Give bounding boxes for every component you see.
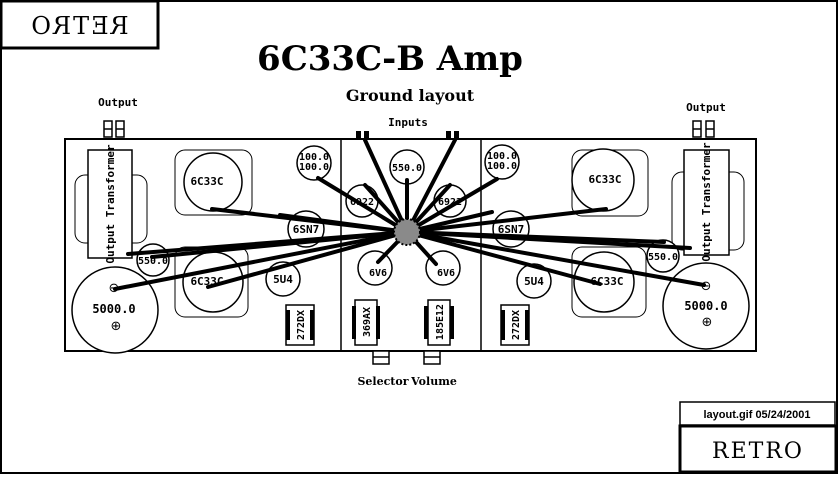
ground-wires xyxy=(113,138,706,291)
left-choke-272dx: 272DX xyxy=(285,304,315,346)
left-cap-5000: ⊖ 5000.0 ⊕ xyxy=(71,266,159,354)
left-6c33c-lower: 6C33C xyxy=(174,246,249,318)
cap-value-line: 100.0 xyxy=(299,152,329,163)
selector-label: Selector xyxy=(357,375,408,388)
left-transformer-label: Output Transformer xyxy=(104,144,117,264)
cap-value-line: 100.0 xyxy=(487,161,517,172)
left-6sn7-label: 6SN7 xyxy=(293,223,320,236)
cap-value-line: 100.0 xyxy=(487,151,517,162)
right-choke-label: 272DX xyxy=(511,310,522,340)
left-choke-label: 272DX xyxy=(296,310,307,340)
volume-control xyxy=(423,350,441,365)
right-choke-272dx: 272DX xyxy=(500,304,530,346)
output-left-label: Output xyxy=(98,96,138,109)
left-cap-550-label: 550.0 xyxy=(138,256,168,267)
center-choke-185e12-label: 185E12 xyxy=(435,304,446,340)
logo-top-box: RETRO xyxy=(0,0,160,50)
output-left-terminal xyxy=(103,120,125,138)
left-cap-5000-label: 5000.0 xyxy=(92,302,135,316)
right-6sn7-label: 6SN7 xyxy=(498,223,525,236)
center-6v6-left: 6V6 xyxy=(357,250,393,286)
right-5u4: 5U4 xyxy=(516,263,552,299)
left-cap-550: 550.0 xyxy=(136,243,170,277)
right-cap-5000-plus: ⊕ xyxy=(702,314,713,329)
selector-control xyxy=(372,350,390,365)
star-ground xyxy=(393,218,421,246)
cap-value-line: 100.0 xyxy=(299,162,329,173)
input-jack-left-2 xyxy=(364,131,369,140)
right-transformer-label: Output Transformer xyxy=(700,142,713,262)
center-choke-185e12: 185E12 xyxy=(424,299,454,346)
footer-file-label: layout.gif 05/24/2001 xyxy=(704,409,811,421)
right-cap-5000-minus: ⊖ xyxy=(701,278,712,293)
input-jack-right-2 xyxy=(454,131,459,140)
output-right-terminal xyxy=(692,120,715,138)
inputs-label: Inputs xyxy=(388,116,428,129)
footer-file-box: layout.gif 05/24/2001 xyxy=(679,401,836,426)
logo-top: RETRO xyxy=(29,12,128,40)
left-6c33c-upper-label: 6C33C xyxy=(190,175,223,188)
right-output-transformer: Output Transformer xyxy=(671,142,745,262)
volume-label: Volume xyxy=(410,375,457,388)
right-6c33c-upper: 6C33C xyxy=(571,148,649,217)
page-subtitle: Ground layout xyxy=(346,86,475,105)
center-cap-550-label: 550.0 xyxy=(392,163,422,174)
center-6v6-right-label: 6V6 xyxy=(437,268,455,279)
center-6922-right-label: 6922 xyxy=(438,197,462,208)
logo-bottom: RETRO xyxy=(712,439,804,464)
right-5u4-label: 5U4 xyxy=(524,275,544,288)
input-jack-right-1 xyxy=(446,131,451,140)
logo-bottom-box: RETRO xyxy=(678,424,838,474)
left-5u4-label: 5U4 xyxy=(273,273,293,286)
right-6c33c-lower: 6C33C xyxy=(571,246,647,318)
right-cap-550-label: 550.0 xyxy=(648,252,678,263)
center-choke-369ax-label: 369AX xyxy=(362,307,373,337)
right-6sn7: 6SN7 xyxy=(492,210,530,248)
output-right-label: Output xyxy=(686,101,726,114)
page-title: 6C33C-B Amp xyxy=(257,39,523,79)
left-6c33c-upper: 6C33C xyxy=(174,149,253,216)
right-cap-5000: ⊖ 5000.0 ⊕ xyxy=(662,262,750,350)
right-cap-5000-label: 5000.0 xyxy=(684,299,727,313)
center-choke-369ax: 369AX xyxy=(352,299,380,346)
input-jack-left-1 xyxy=(356,131,361,140)
right-6c33c-upper-label: 6C33C xyxy=(588,173,621,186)
left-output-transformer: Output Transformer xyxy=(74,144,148,264)
center-6v6-left-label: 6V6 xyxy=(369,268,387,279)
left-cap-5000-plus: ⊕ xyxy=(111,318,122,333)
